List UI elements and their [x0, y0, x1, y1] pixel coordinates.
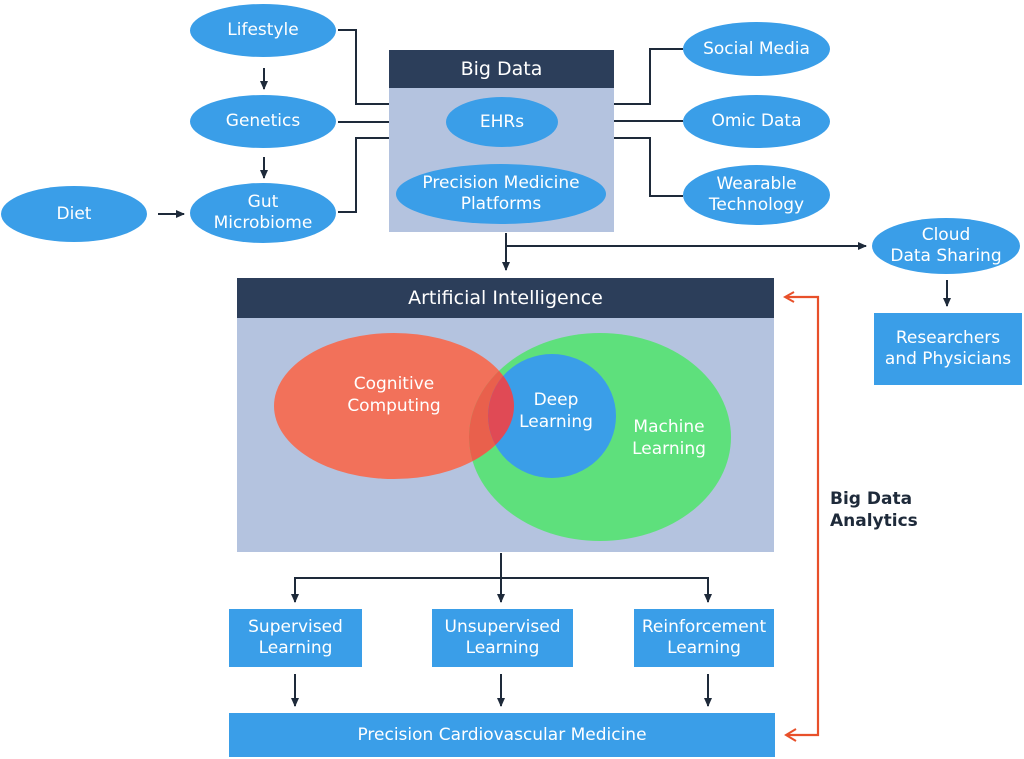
analytics-feedback-bottom-arrowhead [784, 728, 797, 742]
precision-medicine-platforms-node: Precision Medicine Platforms [396, 164, 606, 224]
genetics-node: Genetics [190, 95, 336, 148]
big-data-header: Big Data [389, 50, 614, 88]
ai-header: Artificial Intelligence [237, 278, 774, 318]
diet-node: Diet [1, 186, 147, 242]
gut-microbiome-label: Gut Microbiome [213, 192, 313, 233]
cognitive-computing-circle [274, 333, 514, 479]
cloud-data-sharing-label: Cloud Data Sharing [890, 225, 1002, 266]
reinforcement-learning-box: Reinforcement Learning [634, 609, 774, 667]
lifestyle-node: Lifestyle [190, 4, 336, 57]
researchers-physicians-label: Researchers and Physicians [884, 328, 1012, 369]
big-data-title: Big Data [460, 58, 543, 80]
unsupervised-learning-label: Unsupervised Learning [444, 617, 561, 658]
cloud-data-sharing-node: Cloud Data Sharing [872, 218, 1020, 274]
lifestyle-label: Lifestyle [227, 20, 299, 40]
omic-data-label: Omic Data [711, 111, 802, 131]
deep-learning-text: Deep Learning [519, 390, 593, 432]
diet-label: Diet [56, 203, 92, 224]
precision-medicine-platforms-label: Precision Medicine Platforms [422, 173, 580, 214]
big-data-analytics-label: Big Data Analytics [830, 489, 918, 531]
deep-learning-circle [488, 354, 616, 478]
gut-microbiome-node: Gut Microbiome [190, 183, 336, 243]
arrow-analytics-feedback-up [786, 297, 820, 737]
reinforcement-learning-label: Reinforcement Learning [641, 617, 767, 658]
social-media-node: Social Media [683, 22, 830, 76]
supervised-learning-label: Supervised Learning [248, 617, 343, 658]
unsupervised-learning-box: Unsupervised Learning [432, 609, 573, 667]
omic-data-node: Omic Data [683, 95, 830, 148]
cognitive-computing-text: Cognitive Computing [347, 374, 441, 416]
ehrs-node: EHRs [446, 97, 558, 147]
social-media-label: Social Media [703, 38, 810, 59]
ehrs-label: EHRs [479, 111, 525, 132]
wearable-technology-label: Wearable Technology [708, 174, 805, 215]
precision-cardiovascular-medicine-label: Precision Cardiovascular Medicine [357, 724, 647, 745]
precision-cardiovascular-medicine-box: Precision Cardiovascular Medicine [229, 713, 775, 757]
researchers-physicians-box: Researchers and Physicians [874, 313, 1022, 385]
cognitive-computing-label: Cognitive Computing [316, 370, 472, 420]
arrow-ai-to-supervised [291, 553, 502, 603]
arrow-ai-to-reinforcement [501, 577, 712, 603]
ai-title: Artificial Intelligence [408, 287, 603, 309]
supervised-learning-box: Supervised Learning [229, 609, 362, 667]
genetics-label: Genetics [225, 111, 301, 131]
wearable-technology-node: Wearable Technology [683, 165, 830, 225]
machine-learning-text: Machine Learning [632, 417, 706, 459]
deep-learning-label: Deep Learning [500, 386, 612, 436]
machine-learning-label: Machine Learning [610, 413, 728, 463]
